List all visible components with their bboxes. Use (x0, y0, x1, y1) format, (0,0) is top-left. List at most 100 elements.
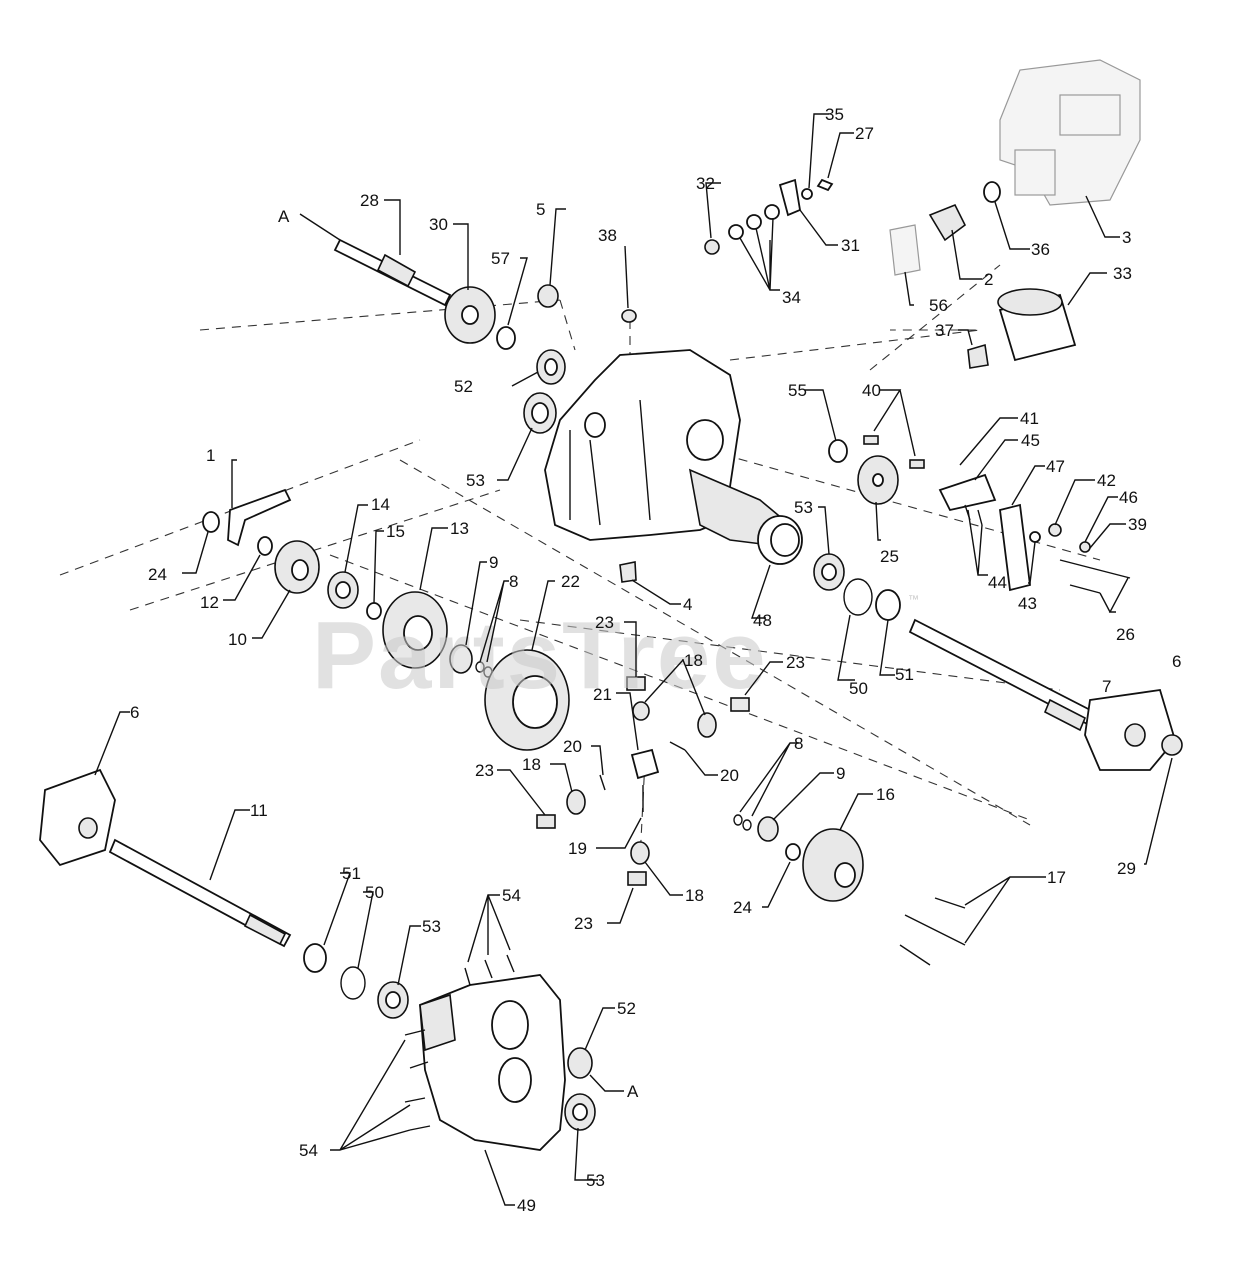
callout-32: 32 (696, 174, 715, 193)
pins-part-44 (964, 504, 983, 526)
hub-part-6-left (39, 768, 116, 867)
callout-23-b: 23 (786, 653, 805, 672)
callout-52-top: 52 (454, 377, 473, 396)
lever-part-2 (928, 203, 967, 242)
callout-21: 21 (593, 685, 612, 704)
callout-3: 3 (1122, 228, 1131, 247)
center-block-part-21 (630, 748, 660, 780)
bolts-part-17 (899, 897, 966, 966)
bearing-part-53-top (523, 392, 557, 434)
callout-26: 26 (1116, 625, 1135, 644)
callout-43: 43 (1018, 594, 1037, 613)
callout-51-right: 51 (895, 665, 914, 684)
callout-50-right: 50 (849, 679, 868, 698)
callout-5: 5 (536, 200, 545, 219)
callout-28: 28 (360, 191, 379, 210)
seal-part-51-right (875, 589, 901, 621)
pins-part-20 (599, 741, 686, 791)
callout-6-right: 6 (1172, 652, 1181, 671)
ring-part-24-right (785, 843, 801, 861)
housing-cover-part-49 (419, 974, 566, 1151)
washer-part-55 (828, 439, 848, 463)
bolts-part-54-left (404, 1029, 431, 1131)
callout-13: 13 (450, 519, 469, 538)
callout-11: 11 (250, 801, 268, 820)
ring-part-12 (257, 536, 273, 556)
hydro-pump-part-3 (999, 59, 1141, 206)
fitting-part-37 (967, 343, 989, 369)
washer-part-57 (496, 326, 516, 350)
ring-part-50-right (843, 578, 873, 616)
callout-45: 45 (1021, 431, 1040, 450)
callout-2: 2 (984, 270, 993, 289)
callout-42: 42 (1097, 471, 1116, 490)
callout-44: 44 (988, 573, 1007, 592)
gear-part-13 (382, 591, 448, 669)
callout-49: 49 (517, 1196, 536, 1215)
callout-9-right: 9 (836, 764, 845, 783)
bearing-part-5 (537, 284, 559, 308)
callout-39: 39 (1128, 515, 1147, 534)
callout-14: 14 (371, 495, 390, 514)
ring-part-50-left (340, 966, 366, 1000)
blocks-part-23 (536, 676, 750, 886)
callout-labels: A 28 30 5 38 57 52 53 32 34 31 35 27 2 3… (130, 105, 1181, 1215)
seal-part-51-left (303, 943, 327, 973)
callout-41: 41 (1020, 409, 1039, 428)
callout-46: 46 (1119, 488, 1138, 507)
callout-18-c: 18 (685, 886, 704, 905)
callout-25: 25 (880, 547, 899, 566)
callout-34: 34 (782, 288, 801, 307)
drain-plug-part-4 (619, 561, 637, 583)
callout-16: 16 (876, 785, 895, 804)
callout-9-left: 9 (489, 553, 498, 572)
callout-24-right: 24 (733, 898, 752, 917)
callout-24-left: 24 (148, 565, 167, 584)
callout-4: 4 (683, 595, 692, 614)
callout-23-a: 23 (595, 613, 614, 632)
bearing-part-52-top (536, 349, 566, 385)
callout-57: 57 (491, 249, 510, 268)
callout-33: 33 (1113, 264, 1132, 283)
main-housing (544, 349, 803, 565)
axle-shaft-part-11 (108, 838, 292, 948)
bearing-part-14 (327, 571, 359, 609)
parts-42-43-46 (1029, 523, 1091, 553)
bearing-part-53-right (813, 553, 845, 591)
vent-part-38 (621, 309, 637, 323)
bolts-part-54-top (464, 954, 515, 986)
bracket-part-56 (889, 224, 921, 276)
callout-52-bottom: 52 (617, 999, 636, 1018)
callout-56: 56 (929, 296, 948, 315)
keys-part-40 (863, 435, 925, 469)
callout-27: 27 (855, 124, 874, 143)
callout-20-a: 20 (563, 737, 582, 756)
callout-54-left: 54 (299, 1141, 318, 1160)
washer-part-36 (983, 181, 1001, 203)
gear-part-10 (274, 540, 320, 594)
callout-18-a: 18 (684, 651, 703, 670)
callout-35: 35 (825, 105, 844, 124)
screw-part-27 (816, 178, 834, 192)
callout-40: 40 (862, 381, 881, 400)
callout-17: 17 (1047, 868, 1066, 887)
nut-part-29 (1161, 734, 1183, 756)
bearing-part-52-bottom (567, 1047, 593, 1079)
shift-fork-part-1 (227, 488, 292, 547)
plate-part-25 (857, 455, 899, 505)
callout-10: 10 (228, 630, 247, 649)
callout-47: 47 (1046, 457, 1065, 476)
bearing-part-53-bottom (564, 1093, 596, 1131)
callout-37: 37 (935, 321, 954, 340)
carrier-part-16 (802, 828, 864, 902)
callout-19: 19 (568, 839, 587, 858)
callout-36: 36 (1031, 240, 1050, 259)
callout-54-top: 54 (502, 886, 521, 905)
bolts-part-26 (1059, 559, 1131, 594)
callout-a-bottom: A (627, 1082, 639, 1101)
arm-part-31 (778, 178, 802, 217)
callout-6-left: 6 (130, 703, 139, 722)
ring-gear-part-22 (484, 649, 570, 751)
callout-55: 55 (788, 381, 807, 400)
